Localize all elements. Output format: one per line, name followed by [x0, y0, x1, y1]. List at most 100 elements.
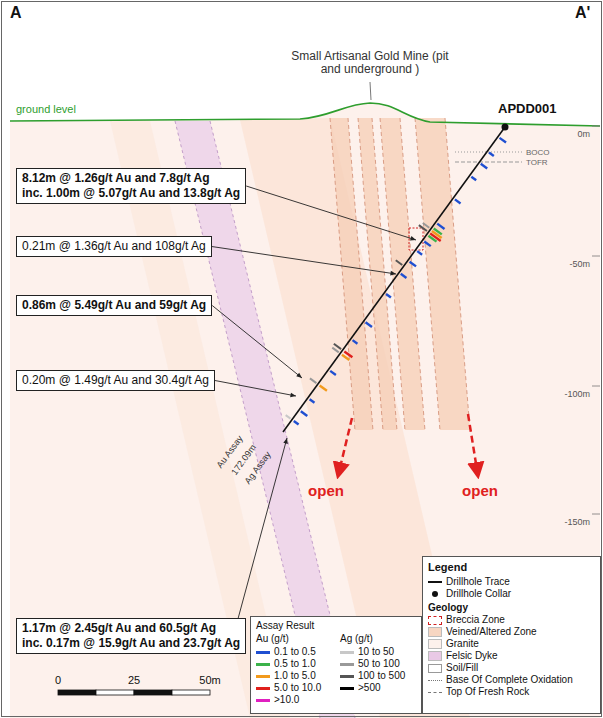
legend-swatch	[256, 675, 270, 678]
intercept-text: 0.20m @ 1.49g/t Au and 30.4g/t Ag	[22, 373, 209, 388]
ag-assay-tick	[310, 378, 316, 383]
fresh-rock-label: TOFR	[526, 156, 548, 169]
au-assay-tick	[330, 371, 336, 375]
legend-swatch	[256, 687, 270, 690]
legend-text: 100 to 500	[358, 670, 405, 682]
legend-text: Veined/Altered Zone	[446, 626, 537, 638]
ag-assay-tick	[286, 415, 291, 419]
legend-swatch	[428, 651, 442, 661]
legend-row: 0.1 to 0.5	[256, 646, 316, 658]
depth-label: -100m	[564, 388, 590, 401]
legend-subheading: Geology	[428, 601, 468, 614]
legend-row: Top Of Fresh Rock	[428, 686, 529, 698]
au-assay-tick	[455, 199, 461, 203]
open-arrow	[338, 418, 352, 476]
au-assay-tick	[365, 322, 371, 327]
vein-band	[380, 118, 425, 430]
legend-row: Veined/Altered Zone	[428, 626, 537, 638]
au-assay-tick	[353, 340, 358, 344]
au-assay-tick	[401, 274, 407, 278]
legend-heading: Assay Result	[256, 619, 314, 632]
au-assay-tick	[481, 164, 487, 169]
legend-swatch	[432, 591, 438, 597]
scale-label: 50m	[199, 674, 220, 687]
au-assay-tick	[386, 294, 391, 298]
ag-assay-tick	[419, 225, 427, 231]
leader-arrowhead	[296, 373, 302, 378]
au-assay-tick	[424, 241, 430, 246]
drillhole-collar	[502, 124, 509, 131]
legend-swatch	[256, 663, 270, 666]
boco-line	[455, 152, 522, 153]
drillhole-trace	[283, 127, 505, 432]
legend-subheading: Au (g/t)	[256, 632, 289, 645]
band-edge	[445, 118, 470, 430]
breccia-zone	[409, 228, 423, 250]
ground-level-label: ground level	[16, 103, 76, 116]
legend-heading: Legend	[428, 561, 467, 574]
ag-assay-tick	[332, 348, 338, 353]
intercept-text: inc. 0.17m @ 15.9g/t Au and 23.7g/t Ag	[22, 636, 240, 651]
depth-label: -50m	[569, 258, 590, 271]
intercept-text: 1.17m @ 2.45g/t Au and 60.5g/t Ag	[22, 621, 240, 636]
leader-arrowhead	[390, 271, 396, 276]
legend-row: Granite	[428, 638, 479, 650]
leader-arrowhead	[283, 438, 288, 444]
ag-assay-tick	[423, 223, 429, 228]
granite-ground	[10, 103, 600, 718]
open-label: open	[308, 484, 344, 497]
section-end-label: A'	[575, 6, 590, 19]
scale-label: 25	[128, 674, 140, 687]
legend-text: Soil/Fill	[446, 662, 478, 674]
intercept-text: 0.21m @ 1.36g/t Au and 108g/t Ag	[22, 239, 206, 254]
legend-row: >500	[340, 682, 381, 694]
legend-swatch	[428, 627, 442, 637]
au-assay-tick	[500, 138, 506, 143]
au-assay-tick	[310, 399, 315, 403]
au-assay-tick	[428, 236, 436, 242]
legend-row: >10.0	[256, 694, 299, 706]
ag-assay-tick	[334, 344, 341, 349]
depth-label: -150m	[564, 516, 590, 529]
legend-text: Felsic Dyke	[446, 650, 498, 662]
mine-label: Small Artisanal Gold Mine (pit and under…	[285, 50, 455, 76]
legend-swatch	[428, 664, 442, 673]
legend-text: 50 to 100	[358, 658, 400, 670]
legend-swatch	[340, 651, 354, 654]
open-label: open	[462, 484, 498, 497]
legend-row: 50 to 100	[340, 658, 400, 670]
legend-swatch	[256, 699, 270, 702]
depth-label: 0m	[577, 128, 590, 141]
legend-row: Felsic Dyke	[428, 650, 498, 662]
legend-swatch	[256, 651, 270, 654]
vein-band	[415, 118, 470, 430]
legend-swatch	[428, 639, 442, 649]
section-end-label: A	[10, 6, 22, 19]
legend-text: Drillhole Trace	[446, 576, 510, 588]
au-assay-tick	[471, 177, 476, 181]
intercept-text: 8.12m @ 1.26g/t Au and 7.8g/t Ag	[22, 171, 240, 186]
scale-label: 0	[55, 674, 61, 687]
legend-swatch	[340, 675, 354, 678]
au-assay-tick	[342, 355, 349, 360]
leader-line	[212, 247, 396, 275]
oxidation-label: BOCO	[526, 146, 550, 159]
legend-text: 10 to 50	[358, 646, 394, 658]
leader-arrowhead	[290, 393, 296, 398]
legend-text: 0.1 to 0.5	[274, 646, 316, 658]
au-assay-tick	[301, 411, 307, 416]
legend-text: Top Of Fresh Rock	[446, 686, 529, 698]
ground-level-line	[10, 103, 600, 126]
intercept-callout: 0.86m @ 5.49g/t Au and 59g/t Ag	[16, 295, 212, 316]
vein-bands	[330, 118, 470, 430]
drillhole-id: APDD001	[498, 102, 557, 115]
legend-swatch	[428, 692, 442, 693]
legend-text: 0.5 to 1.0	[274, 658, 316, 670]
legend-swatch	[428, 680, 442, 681]
legend-row: 5.0 to 10.0	[256, 682, 321, 694]
intercept-callout: 8.12m @ 1.26g/t Au and 7.8g/t Aginc. 1.0…	[16, 168, 246, 204]
legend-text: >10.0	[274, 694, 299, 706]
legend-row: Breccia Zone	[428, 614, 505, 626]
legend-swatch	[428, 581, 442, 583]
